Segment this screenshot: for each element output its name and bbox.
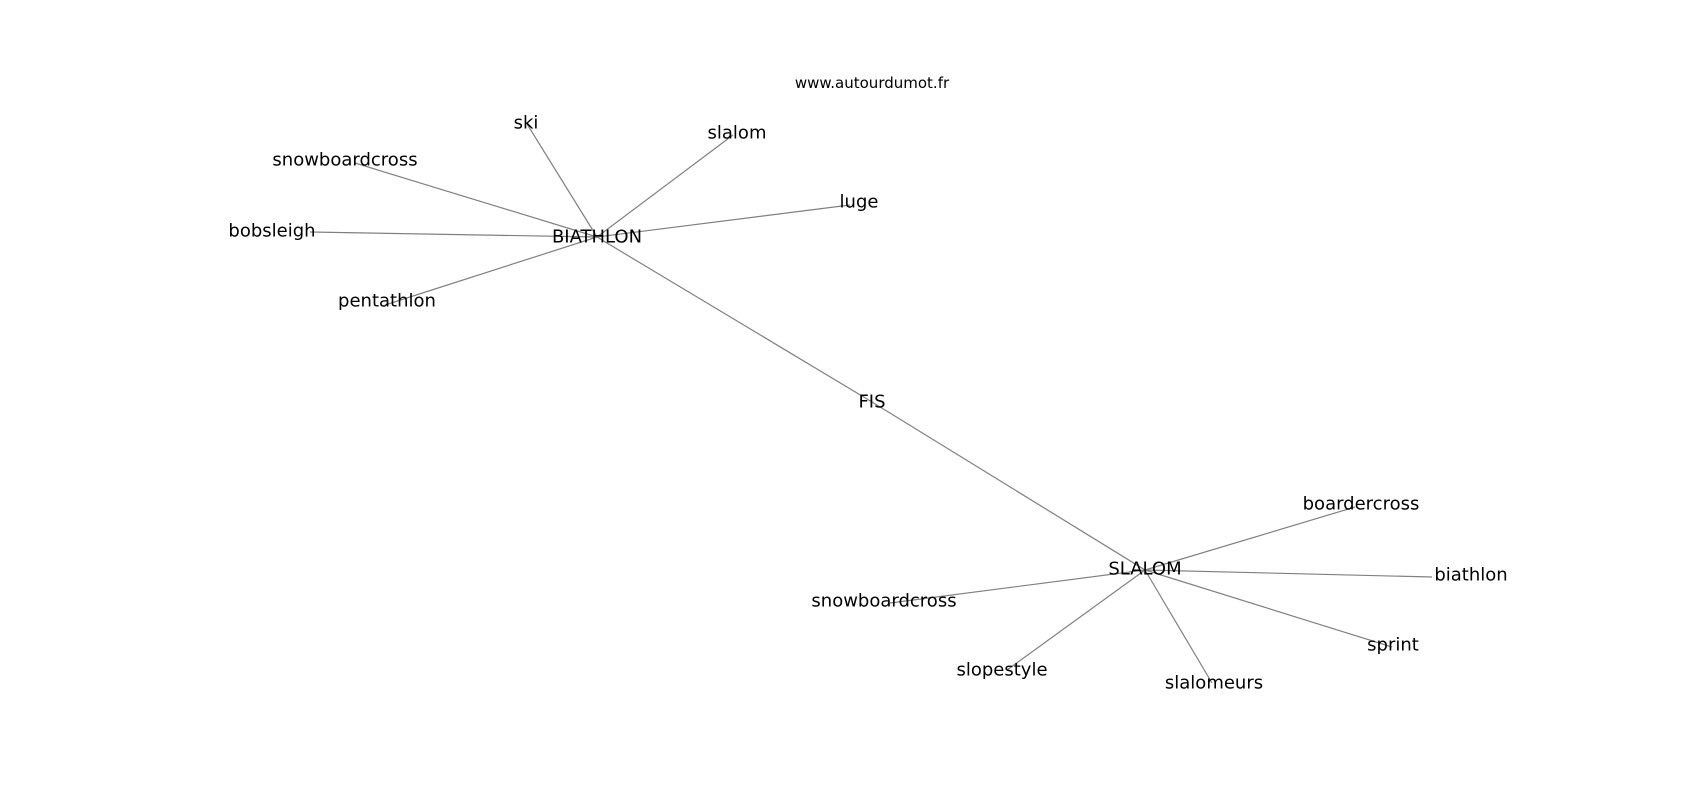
node-label-snowboardcross-b: snowboardcross bbox=[811, 591, 956, 612]
edge-slalom_hub-boardercross bbox=[1144, 506, 1356, 571]
edge-biathlon_hub-slalom bbox=[596, 134, 734, 238]
edge-biathlon_hub-pentathlon bbox=[384, 236, 598, 306]
node-label-fis: FIS bbox=[858, 392, 885, 413]
edge-slalom_hub-snowboardcross_b bbox=[889, 569, 1146, 604]
edge-slalom_hub-sprint bbox=[1144, 569, 1393, 648]
node-label-slalomeurs: slalomeurs bbox=[1165, 673, 1263, 694]
edges-layer bbox=[309, 123, 1433, 684]
nodes-layer: FIS BIATHLON SLALOM ski slalom snowboardcross… bbox=[228, 113, 1507, 694]
edge-biathlon_hub-bobsleigh bbox=[309, 231, 598, 238]
node-label-pentathlon: pentathlon bbox=[338, 291, 436, 312]
node-label-sprint: sprint bbox=[1367, 635, 1419, 656]
node-label-ski: ski bbox=[514, 113, 539, 134]
edge-slalom_hub-slopestyle bbox=[1006, 569, 1146, 671]
edge-biathlon_hub-luge bbox=[596, 204, 851, 238]
node-label-luge: luge bbox=[840, 192, 879, 213]
node-label-slalom-hub: SLALOM bbox=[1108, 559, 1181, 580]
edge-slalom_hub-slalomeurs bbox=[1144, 569, 1213, 684]
node-label-slalom: slalom bbox=[708, 123, 767, 144]
edge-biathlon_hub-ski bbox=[526, 123, 598, 238]
node-label-snowboardcross-a: snowboardcross bbox=[272, 150, 417, 171]
edge-biathlon_hub-snowboardcross_a bbox=[354, 162, 598, 238]
node-label-slopestyle: slopestyle bbox=[956, 660, 1047, 681]
node-label-boardercross: boardercross bbox=[1303, 494, 1420, 515]
node-label-biathlon: biathlon bbox=[1434, 565, 1507, 586]
watermark-text: www.autourdumot.fr bbox=[795, 74, 950, 92]
node-label-biathlon-hub: BIATHLON bbox=[552, 227, 642, 248]
node-label-bobsleigh: bobsleigh bbox=[228, 221, 315, 242]
edge-fis-slalom_hub bbox=[871, 401, 1146, 571]
edge-biathlon_hub-fis bbox=[596, 236, 873, 403]
edge-slalom_hub-biathlon bbox=[1144, 569, 1433, 578]
